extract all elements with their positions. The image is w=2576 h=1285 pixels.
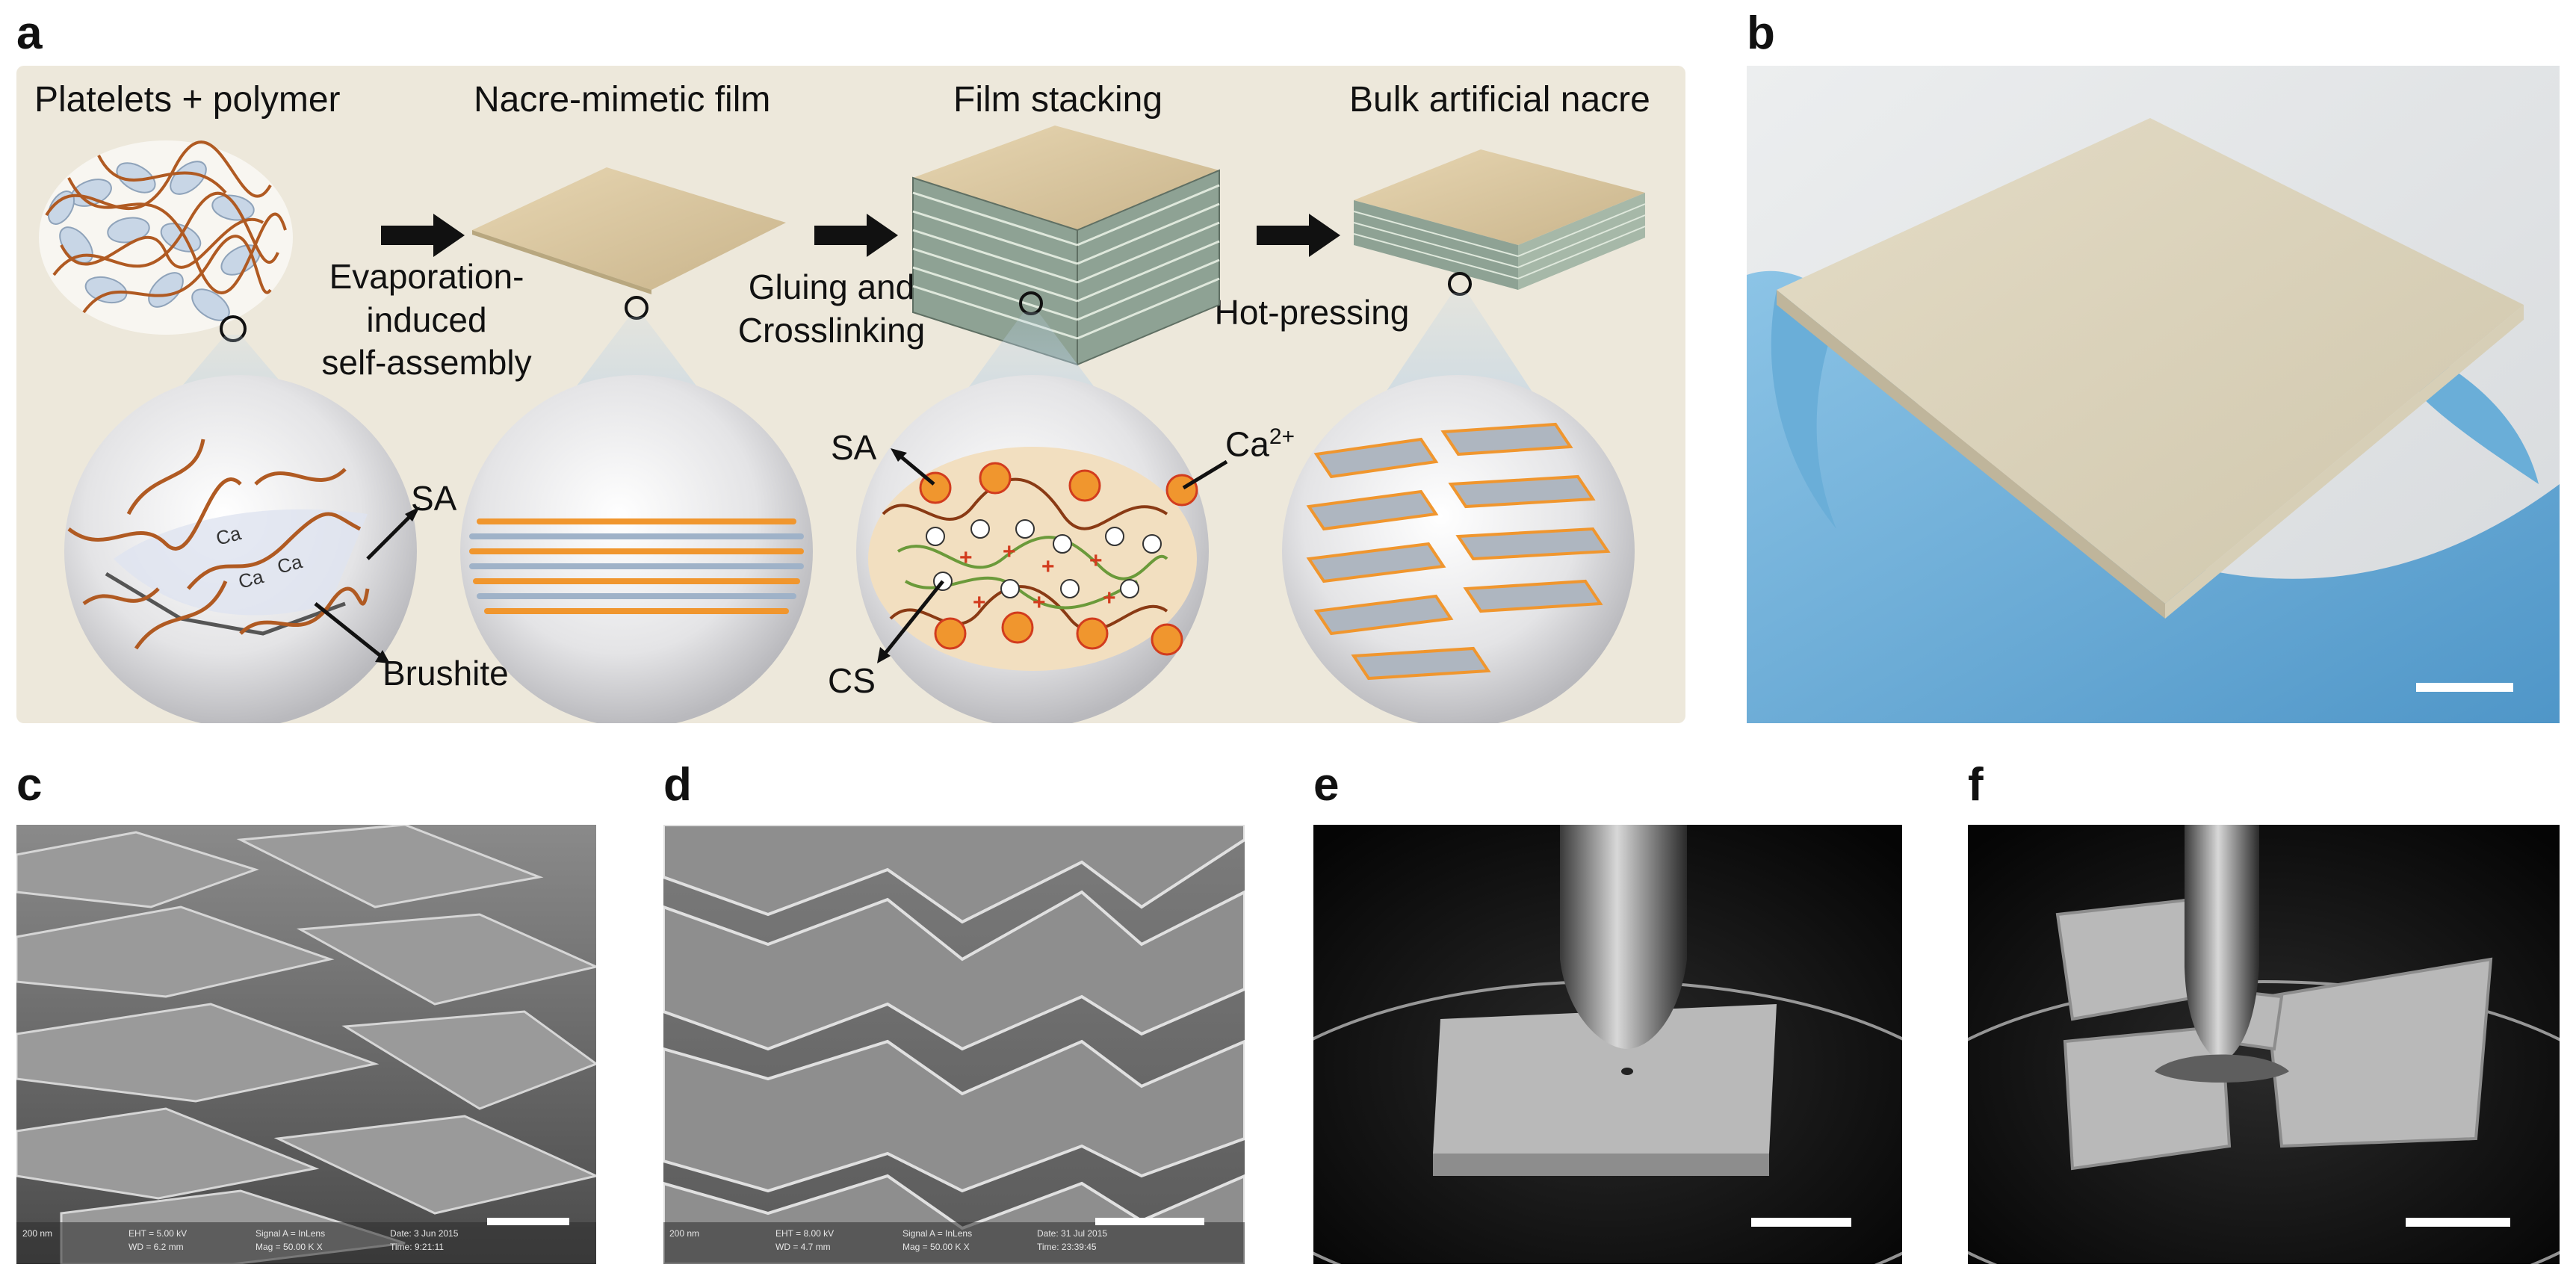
- stage-title-stacking: Film stacking: [953, 80, 1163, 120]
- zoom-sphere-bulk: [1282, 375, 1635, 723]
- panel-letter-a: a: [16, 7, 43, 59]
- panel-a-schematic: Platelets + polymer Nacre-mimetic film F…: [16, 66, 1685, 723]
- sem-date: Date: 3 Jun 2015: [390, 1228, 459, 1239]
- sem-date: Date: 31 Jul 2015: [1037, 1228, 1108, 1239]
- callout-arrow: [366, 507, 420, 560]
- sem-time: Time: 23:39:45: [1037, 1242, 1097, 1252]
- glove: [1747, 270, 2560, 723]
- callout-arrow: [891, 448, 935, 486]
- sem-wd: WD = 4.7 mm: [775, 1242, 831, 1252]
- panel-a-graphics: Ca Ca Ca: [39, 126, 1646, 723]
- zoom-sphere-film: [460, 375, 813, 723]
- process-label-gluing: Gluing and Crosslinking: [737, 267, 926, 350]
- panel-letter-d: d: [663, 759, 692, 811]
- photo-indenter-fractured: [1968, 825, 2560, 1264]
- nacre-plate: [1777, 118, 2524, 604]
- callout-arrow: [1182, 459, 1228, 490]
- panel-e-photo: [1313, 825, 1902, 1264]
- stage-title-bulk: Bulk artificial nacre: [1349, 80, 1650, 120]
- arrow-icon: [1257, 214, 1340, 257]
- panel-letter-b: b: [1747, 7, 1775, 59]
- photo-hand-holding-plate: [1747, 66, 2560, 723]
- sem-mag: Mag = 50.00 K X: [256, 1242, 323, 1252]
- panel-b-photo: [1747, 66, 2560, 723]
- indenter-tip: [2185, 825, 2259, 1064]
- svg-text:+: +: [973, 590, 986, 615]
- panel-f-photo: [1968, 825, 2560, 1264]
- sem-signal: Signal A = InLens: [256, 1228, 326, 1239]
- arrow-icon: [381, 214, 465, 257]
- svg-text:+: +: [1089, 548, 1103, 573]
- sem-eht: EHT = 8.00 kV: [775, 1228, 835, 1239]
- callout-brushite: Brushite: [383, 654, 509, 693]
- arrow-icon: [814, 214, 898, 257]
- svg-text:+: +: [1041, 554, 1055, 579]
- stage-title-platelets: Platelets + polymer: [34, 80, 341, 120]
- svg-text:+: +: [959, 545, 973, 570]
- indenter-tip: [1560, 825, 1687, 1049]
- sem-image: [16, 825, 596, 1264]
- platelet-polymer-cluster: [39, 140, 293, 342]
- panel-letter-e: e: [1313, 759, 1340, 811]
- process-label-evaporation: Evaporation- induced self-assembly: [321, 257, 532, 382]
- sample-plate: [1433, 1004, 1777, 1154]
- sem-signal: Signal A = InLens: [902, 1228, 973, 1239]
- scale-bar: [1751, 1218, 1851, 1227]
- photo-indenter-intact: [1313, 825, 1902, 1264]
- fractured-pieces: [2055, 897, 2493, 1171]
- scale-bar: [2416, 683, 2513, 692]
- sem-time: Time: 9:21:11: [390, 1242, 445, 1252]
- callout-ca-ion: Ca2+: [1225, 424, 1295, 464]
- stage-title-film: Nacre-mimetic film: [474, 80, 771, 120]
- sem-eht: EHT = 5.00 kV: [129, 1228, 188, 1239]
- sem-wd: WD = 6.2 mm: [129, 1242, 184, 1252]
- nacre-film: [472, 167, 786, 320]
- scale-bar: [487, 1218, 569, 1225]
- sem-scale-text: 200 nm: [669, 1228, 700, 1239]
- panel-c-sem: 200 nm EHT = 5.00 kV WD = 6.2 mm Signal …: [16, 825, 596, 1264]
- zoom-sphere-crosslink: ++ ++ ++ +: [856, 375, 1209, 723]
- svg-text:+: +: [1103, 586, 1116, 610]
- callout-arrow: [314, 602, 390, 663]
- callout-sa-left: SA: [411, 479, 457, 518]
- callout-cs: CS: [828, 661, 876, 700]
- process-label-hotpressing: Hot-pressing: [1214, 293, 1410, 332]
- panel-d-sem: 200 nm EHT = 8.00 kV WD = 4.7 mm Signal …: [663, 825, 1245, 1264]
- bulk-nacre-block: [1353, 149, 1646, 296]
- film-stack: [912, 126, 1220, 366]
- scale-bar: [1095, 1218, 1204, 1225]
- callout-sa-right: SA: [831, 428, 877, 467]
- sem-mag: Mag = 50.00 K X: [902, 1242, 970, 1252]
- svg-text:+: +: [1032, 590, 1046, 615]
- zoom-sphere-brushite: Ca Ca Ca: [64, 375, 417, 723]
- scale-bar: [2406, 1218, 2510, 1227]
- panel-letter-f: f: [1968, 759, 1984, 811]
- callout-arrow: [877, 580, 944, 663]
- panel-letter-c: c: [16, 759, 43, 811]
- sem-image: [663, 825, 1245, 1264]
- svg-text:+: +: [1003, 539, 1016, 564]
- sem-scale-text: 200 nm: [22, 1228, 53, 1239]
